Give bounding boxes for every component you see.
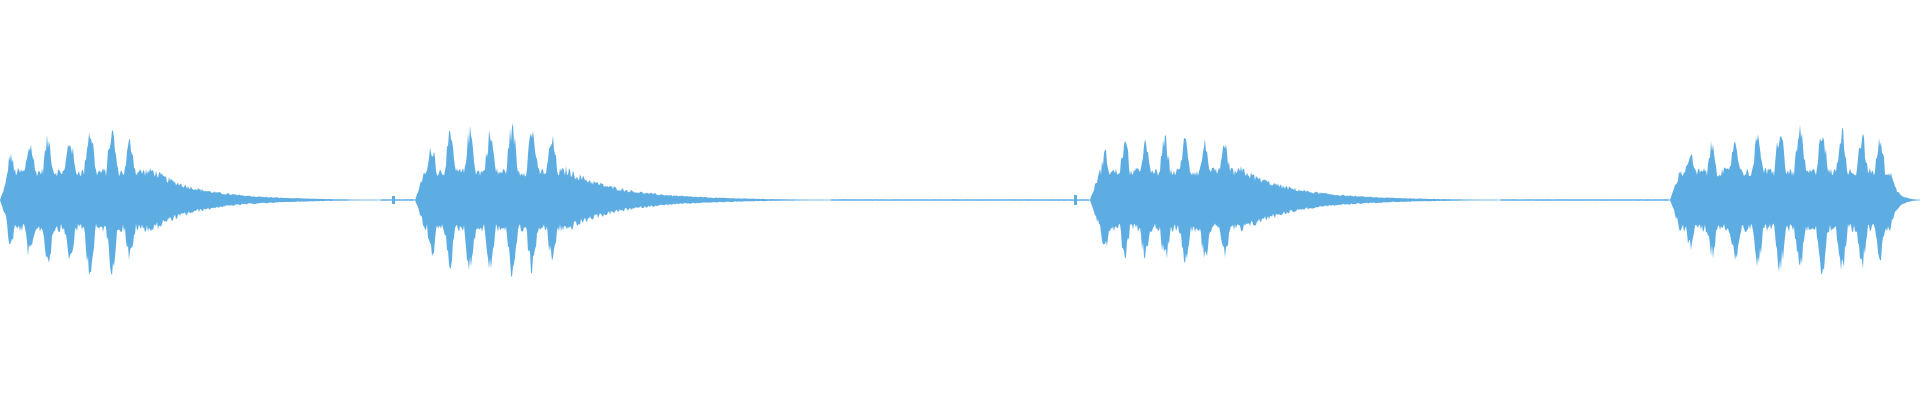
waveform-blip (392, 196, 395, 204)
waveform-blip (1074, 195, 1077, 205)
